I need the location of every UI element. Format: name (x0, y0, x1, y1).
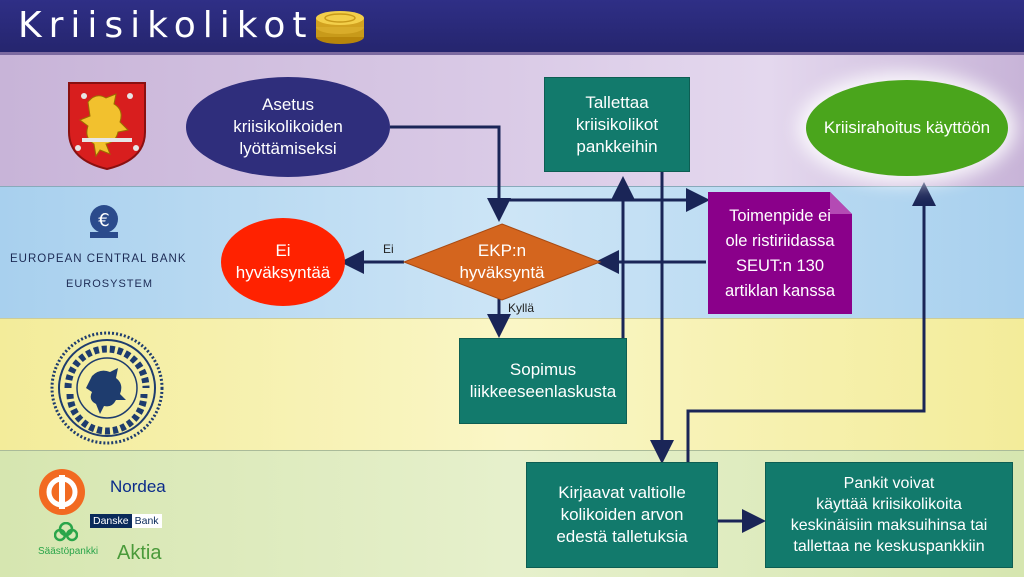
op-bank-logo-icon (39, 469, 85, 515)
node-decree-line: lyöttämiseksi (239, 139, 337, 158)
danske-bank-logo: Danske Bank (90, 514, 162, 528)
node-decree-line: Asetus (262, 95, 314, 114)
title-bar: Kriisikolikot (0, 0, 1024, 52)
node-no-approval: Ei hyväksyntää (221, 218, 345, 306)
node-banks-use-line: tallettaa ne keskuspankkiin (793, 538, 985, 555)
node-record-line: kolikoiden arvon (560, 505, 684, 524)
node-banks-use: Pankit voivat käyttää kriisikolikoita ke… (765, 462, 1013, 568)
node-measure: Toimenpide ei ole ristiriidassa SEUT:n 1… (708, 196, 852, 312)
node-decree-line: kriisikolikoiden (233, 117, 343, 136)
node-record-line: Kirjaavat valtiolle (558, 483, 686, 502)
edge-label-no: Ei (383, 242, 394, 256)
node-deposit-line: kriisikolikot (575, 114, 659, 134)
bank-of-finland-seal-icon (50, 331, 164, 445)
node-ecb-approval-diamond (402, 223, 602, 301)
node-banks-use-line: käyttää kriisikolikoita (816, 496, 962, 513)
node-no-approval-line: Ei (275, 241, 291, 260)
node-record: Kirjaavat valtiolle kolikoiden arvon ede… (526, 462, 718, 568)
node-banks-use-line: Pankit voivat (843, 475, 935, 492)
node-record-line: edestä talletuksia (556, 527, 688, 546)
node-measure-shape (708, 192, 852, 314)
ecb-name: EUROPEAN CENTRAL BANK (10, 253, 187, 265)
node-ecb-approval-line: EKP:n (477, 241, 527, 260)
node-agreement-line: liikkeeseenlaskusta (469, 382, 617, 401)
node-agreement: Sopimus liikkeeseenlaskusta (459, 338, 627, 424)
node-measure-line: artiklan kanssa (724, 282, 836, 300)
ecb-euro-logo-icon: € (90, 205, 118, 238)
node-deposit-line: pankkeihin (576, 136, 658, 156)
node-crisis-funding-label: Kriisirahoitus käyttöön (823, 118, 991, 137)
coin-stack-icon (316, 11, 364, 44)
saastopankki-logo: Säästöpankki (38, 546, 99, 557)
danske-logo-right: Bank (131, 514, 162, 528)
aktia-logo: Aktia (117, 542, 162, 564)
node-banks-use-line: keskinäisiin maksuihinsa tai (790, 517, 988, 534)
node-no-approval-line: hyväksyntää (235, 263, 331, 282)
svg-text:€: € (98, 210, 109, 231)
node-deposit-line: Tallettaa (585, 92, 649, 112)
ecb-subtitle: EUROSYSTEM (66, 278, 154, 290)
nordea-logo: Nordea (110, 477, 166, 496)
finland-coat-of-arms-icon (68, 82, 146, 171)
saastopankki-tree-icon (54, 522, 78, 542)
danske-logo-left: Danske (90, 514, 132, 528)
node-deposit: Tallettaa kriisikolikot pankkeihin (544, 77, 690, 172)
edge-label-yes: Kyllä (508, 301, 535, 315)
page-title: Kriisikolikot (18, 5, 314, 46)
node-measure-line: Toimenpide ei (729, 207, 831, 225)
node-crisis-funding: Kriisirahoitus käyttöön (806, 80, 1008, 176)
node-measure-line: ole ristiriidassa (725, 232, 835, 250)
node-measure-line: SEUT:n 130 (735, 257, 825, 275)
node-agreement-line: Sopimus (509, 360, 577, 379)
node-ecb-approval-line: hyväksyntä (459, 263, 545, 282)
node-decree: Asetus kriisikolikoiden lyöttämiseksi (186, 77, 390, 177)
node-ecb-approval: EKP:n hyväksyntä (402, 222, 602, 302)
